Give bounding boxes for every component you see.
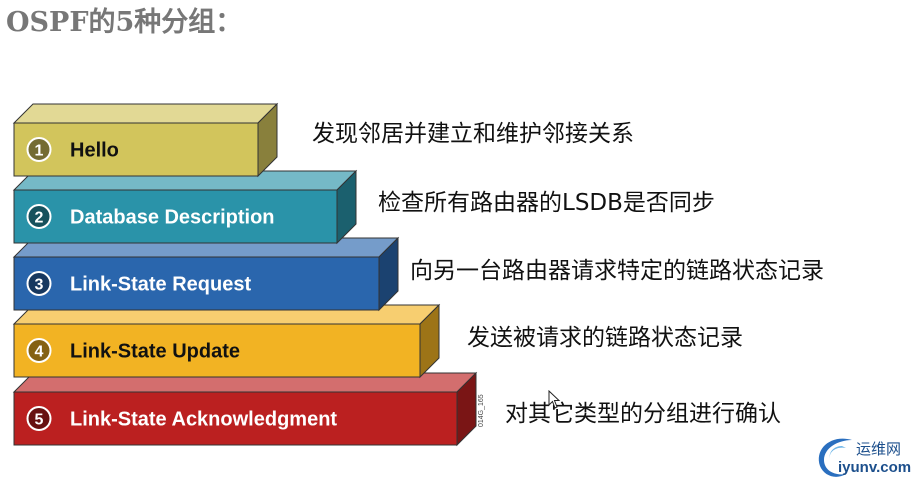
step-3-number: 3: [35, 277, 44, 294]
step-2-number-badge: [26, 204, 52, 229]
step-1-description: 发现邻居并建立和维护邻接关系: [312, 121, 634, 147]
step-2-label: Database Description: [70, 207, 275, 229]
step-4-label: Link-State Update: [70, 341, 240, 363]
step-3-description: 向另一台路由器请求特定的链路状态记录: [410, 258, 824, 284]
step-slab-2: 2 Database Description: [12, 169, 358, 245]
step-4-number-badge: [26, 338, 52, 363]
step-1-number: 1: [35, 143, 44, 160]
step-3-number-badge: [26, 271, 52, 296]
step-2-front-face: [13, 189, 338, 244]
step-slab-1: 1 Hello: [12, 102, 279, 178]
mouse-pointer-icon: [548, 390, 561, 409]
step-slab-5: 5 Link-State Acknowledgment: [12, 371, 478, 447]
watermark: 运维网 iyunv.com: [812, 434, 912, 480]
step-5-description: 对其它类型的分组进行确认: [505, 401, 781, 427]
step-2-number: 2: [35, 210, 44, 227]
step-5-front-face: [13, 391, 458, 446]
step-5-number-badge: [26, 406, 52, 431]
step-1-front-face: [13, 122, 259, 177]
watermark-url: iyunv.com: [838, 459, 912, 476]
step-3-label: Link-State Request: [70, 274, 251, 296]
step-1-top-face: [12, 103, 279, 124]
swoosh-logo-icon: [818, 438, 852, 477]
step-1-number-badge: [26, 137, 52, 162]
step-2-description: 检查所有路由器的LSDB是否同步: [378, 190, 715, 216]
page-title: OSPF的5种分组：: [6, 7, 243, 38]
step-4-number: 4: [35, 344, 44, 361]
step-1-label: Hello: [70, 140, 119, 162]
step-slab-3: 3 Link-State Request: [12, 236, 400, 312]
figure-code: 014G_165: [478, 394, 485, 427]
step-5-label: Link-State Acknowledgment: [70, 409, 337, 431]
step-3-front-face: [13, 256, 380, 311]
step-slab-4: 4 Link-State Update: [12, 303, 441, 379]
step-5-number: 5: [35, 412, 44, 429]
step-4-description: 发送被请求的链路状态记录: [467, 325, 743, 351]
step-4-front-face: [13, 323, 421, 378]
watermark-name: 运维网: [856, 440, 902, 458]
